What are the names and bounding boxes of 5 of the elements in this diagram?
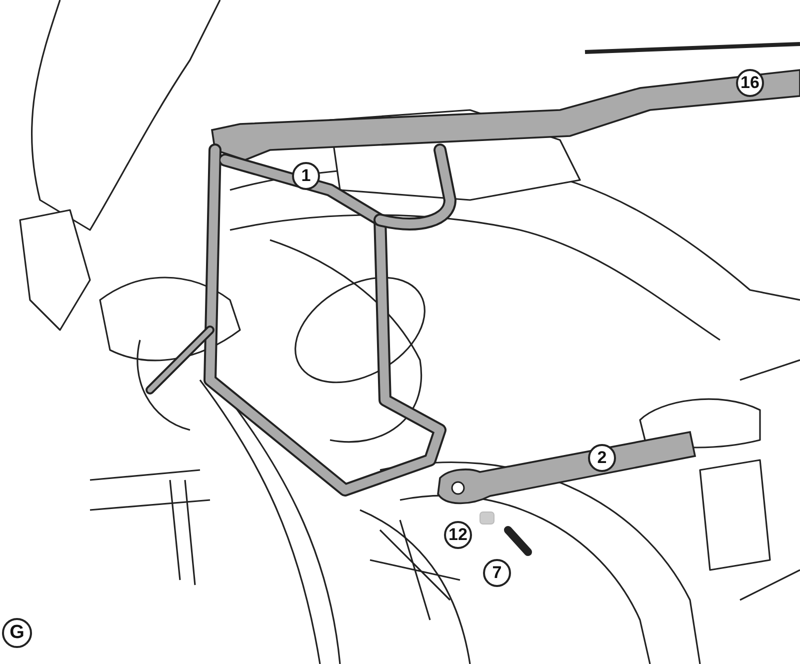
callout-number: 7 xyxy=(483,559,511,587)
callout-number: 16 xyxy=(736,69,764,97)
callout-number: 1 xyxy=(292,162,320,190)
callout-number: 12 xyxy=(444,521,472,549)
callout-number: G xyxy=(2,618,32,648)
